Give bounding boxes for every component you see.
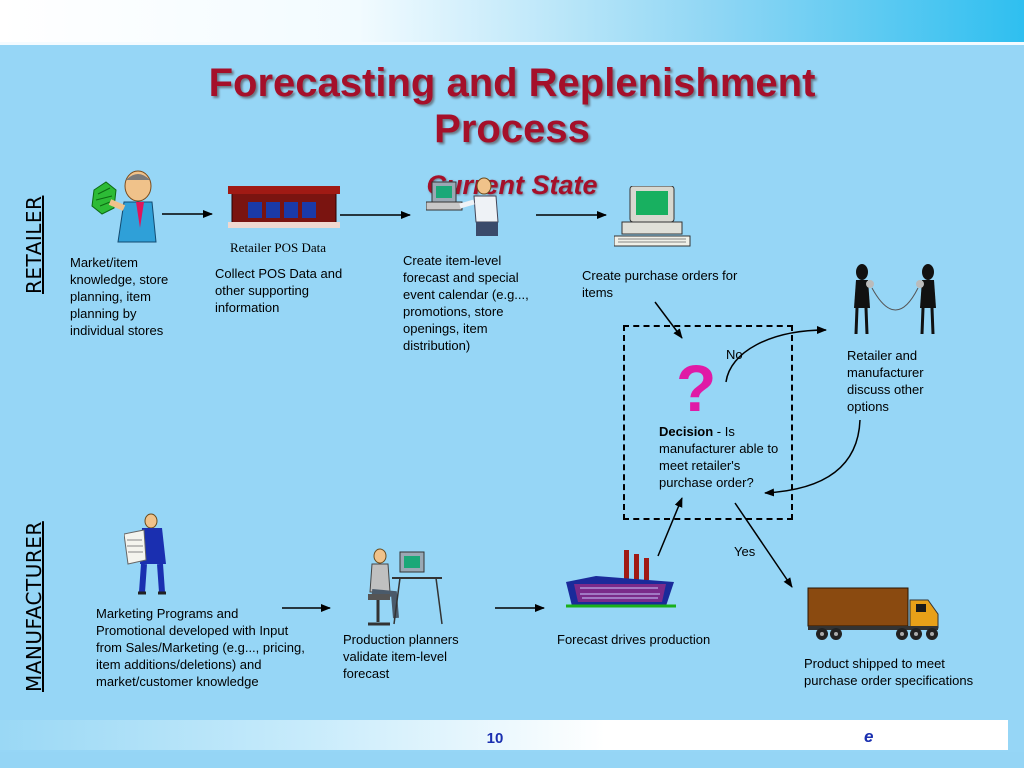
- retailer-discuss-options: Retailer and manufacturer discuss other …: [847, 348, 924, 414]
- no-label: No: [726, 347, 743, 362]
- decision-label: Decision: [659, 424, 714, 439]
- arrow-r4-decision: [654, 301, 683, 339]
- manager-with-money-icon: [91, 170, 157, 243]
- man-reading-newspaper-icon: [124, 513, 166, 595]
- decision-text: Decision - Is manufacturer able to meet …: [659, 423, 784, 491]
- footer-bar: [0, 720, 1008, 750]
- top-banner: [0, 0, 1024, 44]
- title-line-2: Process: [434, 107, 590, 151]
- manufacturer-step-3: Forecast drives production: [557, 632, 711, 647]
- delivery-truck-icon: [807, 587, 939, 640]
- phone-call-people-icon: [854, 264, 936, 335]
- store-caption: Retailer POS Data: [230, 240, 327, 255]
- retailer-step-3: Create item-level forecast and special e…: [403, 253, 529, 353]
- page-title: Forecasting and Replenishment Process: [120, 60, 904, 152]
- manufacturer-step-1: Marketing Programs and Promotional devel…: [96, 606, 305, 689]
- arrow-back: [764, 419, 861, 497]
- production-planner-icon: [368, 548, 443, 626]
- desktop-computer-icon: [614, 186, 691, 247]
- retail-store-icon: [228, 186, 340, 228]
- decision-box: [623, 325, 793, 520]
- arrow-no: [725, 326, 827, 383]
- retailer-step-4: Create purchase orders for items: [582, 268, 738, 300]
- title-line-1: Forecasting and Replenishment: [208, 61, 816, 105]
- manufacturer-step-2: Production planners validate item-level …: [343, 632, 459, 681]
- company-logo: e: [864, 727, 874, 746]
- page-number: 10: [486, 730, 504, 747]
- decision-question: - Is manufacturer able to meet retailer'…: [659, 424, 779, 490]
- top-banner-edge: [0, 42, 1024, 45]
- footer-strip: [0, 752, 1024, 768]
- factory-icon: [566, 550, 676, 608]
- manufacturer-step-4: Product shipped to meet purchase order s…: [804, 656, 974, 688]
- arrow-yes: [734, 502, 793, 588]
- arrow-m3-decision: [657, 497, 683, 557]
- retailer-step-1: Market/item knowledge, store planning, i…: [70, 255, 169, 338]
- yes-label: Yes: [734, 544, 756, 559]
- question-mark-icon: ?: [676, 351, 717, 425]
- analyst-at-computer-icon: [426, 177, 499, 236]
- retailer-step-2: Collect POS Data and other supporting in…: [215, 266, 343, 315]
